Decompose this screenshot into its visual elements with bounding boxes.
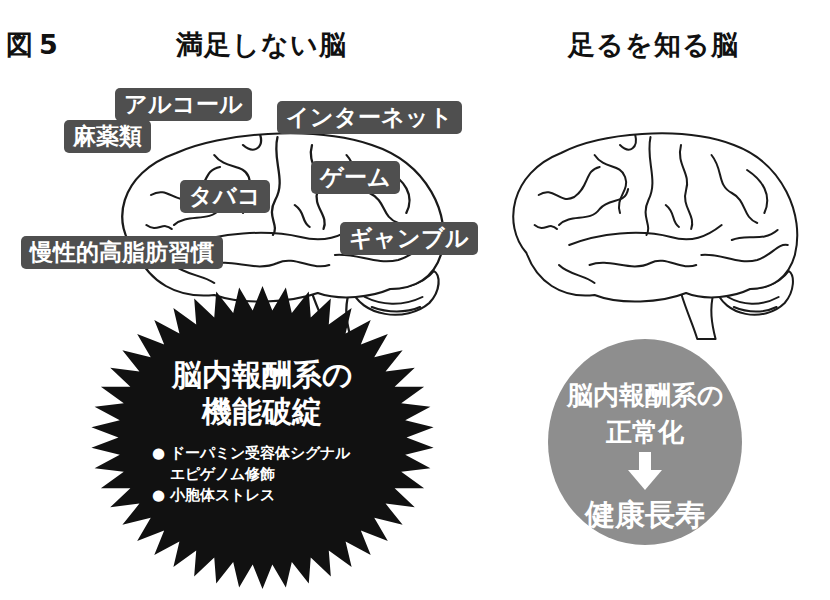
tag-text: ギャンブル bbox=[349, 226, 469, 251]
circle-fill bbox=[548, 339, 742, 545]
factor-tag: インターネット bbox=[277, 101, 462, 134]
tag-text: インターネット bbox=[286, 105, 453, 130]
brain-right bbox=[513, 133, 797, 339]
starburst-fill bbox=[91, 286, 433, 589]
burst-heading: 脳内報酬系の 機能破綻 bbox=[162, 356, 362, 430]
tag-text: アルコール bbox=[124, 92, 243, 117]
starburst-outline bbox=[90, 285, 435, 590]
tag-text: 慢性的高脂肪習慣 bbox=[30, 240, 214, 265]
tag-text: 麻薬類 bbox=[73, 124, 142, 149]
circle-result: 健康長寿 bbox=[555, 497, 735, 533]
bullet-item: ● 小胞体ストレス bbox=[152, 485, 384, 506]
starburst: 脳内報酬系の 機能破綻 ● ドーパミン受容体シグナル エピゲノム修飾● 小胞体スト… bbox=[90, 285, 435, 590]
factor-tag: タバコ bbox=[180, 180, 270, 213]
circle-heading: 脳内報酬系の 正常化 bbox=[555, 377, 735, 451]
panel-heading: 足るを知る脳 bbox=[568, 27, 739, 63]
factor-tag: ゲーム bbox=[311, 161, 400, 194]
factor-tag: ギャンブル bbox=[340, 222, 478, 255]
factor-tag: 麻薬類 bbox=[64, 120, 151, 153]
tag-text: ゲーム bbox=[320, 165, 391, 190]
panel-heading: 満足しない脳 bbox=[176, 27, 347, 63]
result-circle: 脳内報酬系の 正常化健康長寿 bbox=[547, 338, 743, 546]
factor-tag: 慢性的高脂肪習慣 bbox=[21, 236, 223, 269]
bullet-item: ● ドーパミン受容体シグナル エピゲノム修飾 bbox=[152, 443, 384, 485]
tag-text: タバコ bbox=[189, 184, 261, 209]
figure-number: 図5 bbox=[6, 27, 64, 63]
factor-tag: アルコール bbox=[115, 88, 252, 121]
